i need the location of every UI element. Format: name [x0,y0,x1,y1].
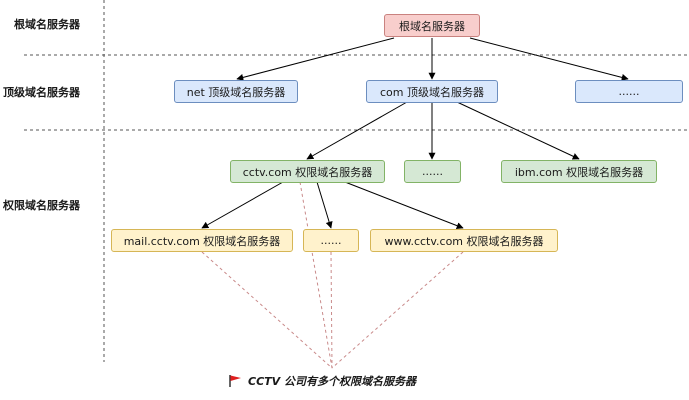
level-label-auth: 权限域名服务器 [3,199,80,212]
edge-cctv-www [344,181,464,229]
com-tld-node: com 顶级域名服务器 [366,80,498,103]
root-server-node: 根域名服务器 [384,14,480,37]
note-line-www [331,251,464,369]
ibm-auth-node: ibm.com 权限域名服务器 [501,160,657,183]
edge-cctv-mail [201,181,284,229]
auth-more-node: ...... [404,160,461,183]
edge-root-net [236,37,395,81]
net-tld-node: net 顶级域名服务器 [174,80,298,103]
sub-more-node: ...... [303,229,359,252]
edge-com-cctv [306,101,408,160]
note-text: CCTV 公司有多个权限域名服务器 [248,375,416,388]
mail-cctv-node: mail.cctv.com 权限域名服务器 [111,229,293,252]
edge-com-ibm [456,101,580,160]
level-label-root: 根域名服务器 [14,18,80,31]
note-line-cctv [299,181,333,369]
tld-more-node: ...... [575,80,683,103]
edge-cctv-more [316,181,333,229]
cctv-auth-node: cctv.com 权限域名服务器 [230,160,385,183]
edge-root-more [469,37,629,81]
note-line-more [330,251,333,369]
note-line-mail [201,251,333,369]
level-label-tld: 顶级域名服务器 [3,86,80,99]
www-cctv-node: www.cctv.com 权限域名服务器 [370,229,558,252]
cctv-note: CCTV 公司有多个权限域名服务器 [228,373,416,389]
red-flag-icon [229,375,241,387]
